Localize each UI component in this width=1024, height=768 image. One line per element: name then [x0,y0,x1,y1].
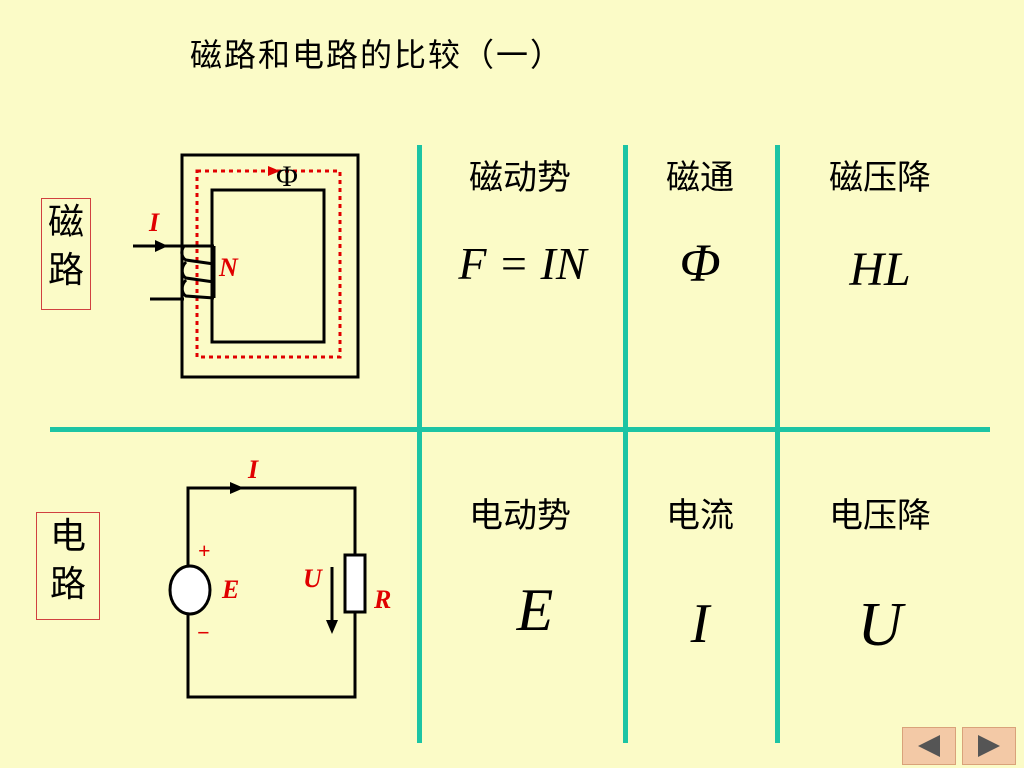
source-plus-label: + [198,538,211,563]
coil: I N [133,208,239,301]
voltage-label: U [303,564,323,593]
voltage-arrow-head [326,620,338,634]
row-label-magnetic-line1: 磁 [47,202,84,243]
coil-current-label: I [148,208,160,237]
header-mmf: 磁动势 [469,158,571,198]
core-outer [180,153,360,379]
resistor [343,553,367,614]
circuit-wire-bottom [186,612,357,699]
divider-vertical-1 [417,145,422,743]
circuit-current-arrow [230,482,244,494]
flux-arrow [268,166,280,176]
formula-current: I [690,593,710,655]
magnetic-core: Φ [180,153,360,379]
flux-path [195,169,342,359]
row-label-electric: 电 路 [36,512,100,620]
source-minus-label: − [197,620,210,645]
core-inner [210,188,326,344]
row-label-electric-line2: 路 [49,564,86,605]
header-emf: 电动势 [469,496,571,536]
divider-vertical-3 [775,145,780,743]
circuit-wire-top [186,486,357,588]
header-current: 电流 [666,496,734,536]
divider-vertical-2 [623,145,628,743]
formula-voltage-drop: U [857,591,903,659]
triangle-right-icon [978,735,1000,757]
page-title: 磁路和电路的比较（一） [190,36,565,74]
header-flux: 磁通 [666,158,734,198]
voltage-source [168,564,212,616]
flux-label: Φ [276,160,298,193]
coil-current-arrow [155,240,168,252]
resistor-label: R [373,585,391,614]
coil-turns-label: N [218,253,239,282]
triangle-left-icon [918,735,940,757]
formula-mmf: F = IN [458,238,587,289]
electric-circuit: I + − E R U [168,455,391,699]
header-voltage-drop: 电压降 [829,496,931,536]
formula-emf: E [516,577,554,643]
row-label-magnetic: 磁 路 [41,198,91,310]
circuit-current-label: I [247,455,259,484]
divider-horizontal [50,427,990,432]
prev-slide-button[interactable] [902,727,956,765]
next-slide-button[interactable] [962,727,1016,765]
source-emf-label: E [221,575,239,604]
header-magnetic-drop: 磁压降 [829,158,931,198]
formula-flux: Φ [679,233,721,293]
row-label-magnetic-line2: 路 [47,250,84,291]
row-label-electric-line1: 电 [49,516,86,557]
formula-magnetic-drop: HL [849,243,911,296]
